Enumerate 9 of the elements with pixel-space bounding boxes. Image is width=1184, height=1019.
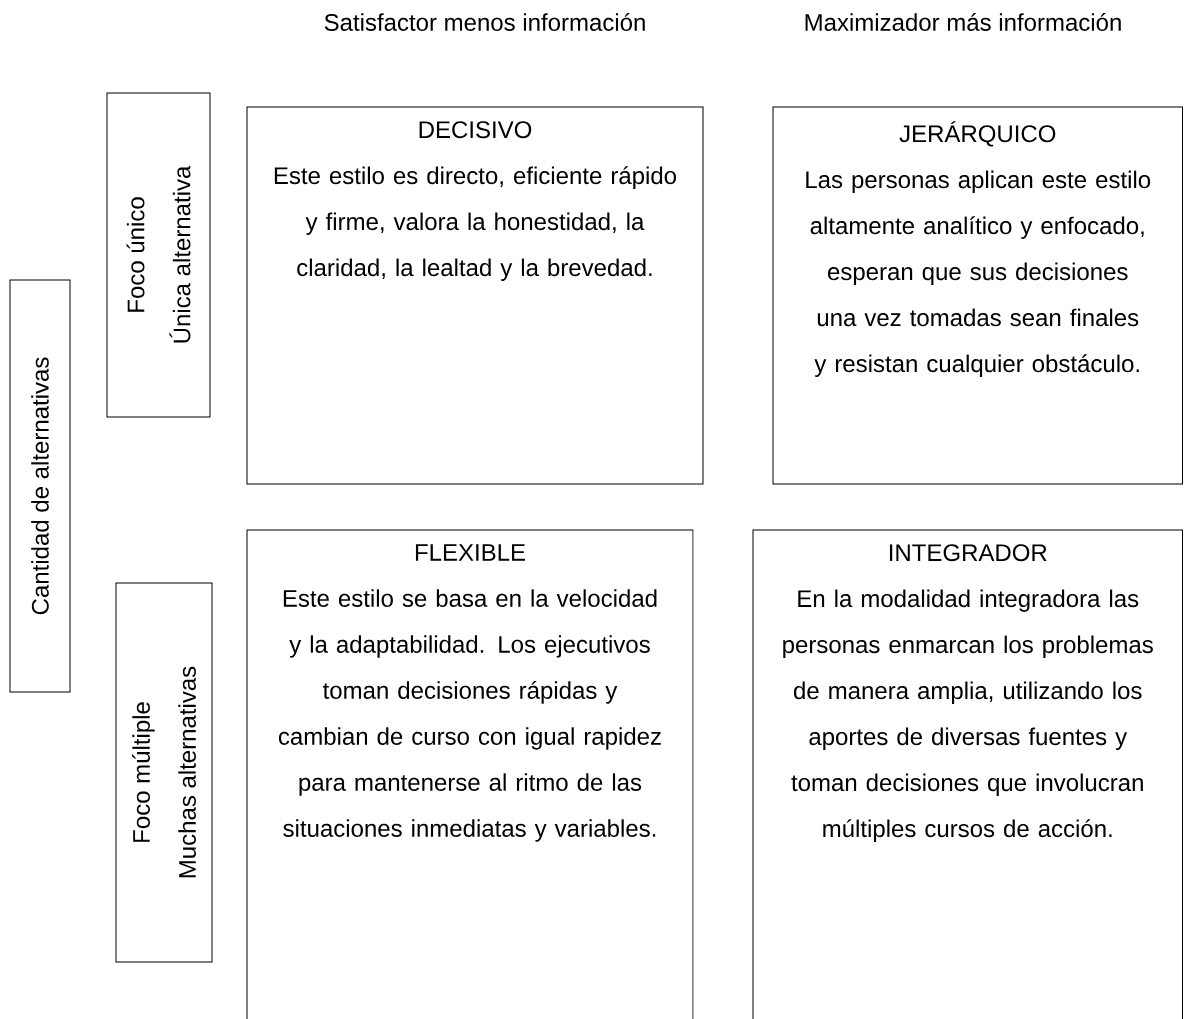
column-heading: Maximizador más información [805,13,1121,31]
style-box: FLEXIBLE Este estilo se basa en la velocidad y la adaptabilidad. Los ejecutivos toman decisiones rápidas y cambian de curso con igual rapidez para mantenerse al ritmo de las situaciones inmediatas y variables. [246,529,694,1019]
axis-label-box: Cantidad de alternativas [9,279,71,693]
column-heading: Satisfactor menos información [324,13,645,31]
axis-label-box: Foco único Única alternativa [106,92,211,418]
style-box: DECISIVO Este estilo es directo, eficiente rápido y firme, valora la honestidad, la claridad, la lealtad y la brevedad. [246,106,704,485]
style-box: JERÁRQUICO Las personas aplican este estilo altamente analítico y enfocado, esperan que sus decisiones una vez tomadas sean finales y resistan cualquier obstáculo. [772,106,1183,485]
style-box: INTEGRADOR En la modalidad integradora las personas enmarcan los problemas de manera amplia, utilizando los aportes de diversas fuentes y toman decisiones que involucran múltiples cursos de acción. [752,529,1183,1019]
axis-label-box: Foco múltiple Muchas alternativas [115,582,213,963]
